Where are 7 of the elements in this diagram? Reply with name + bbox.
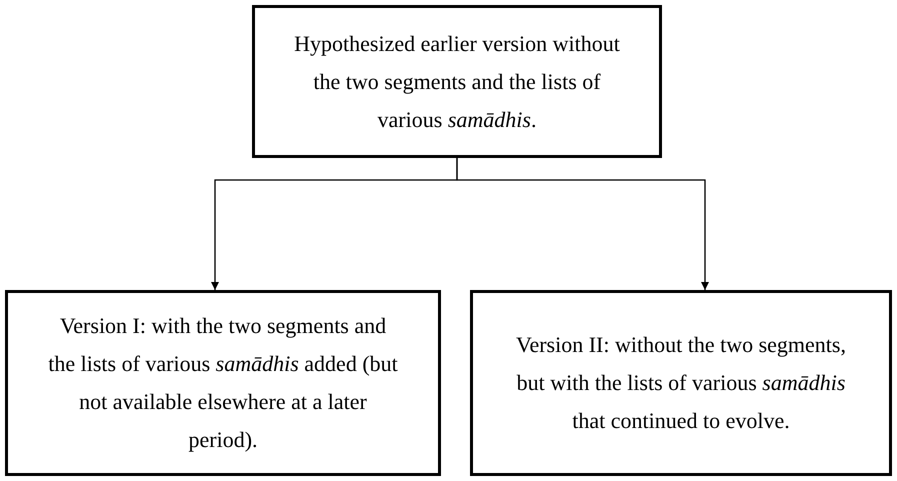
text-box	[252, 5, 662, 158]
connector-arrow	[456, 158, 709, 290]
box-text: Version I: with the two segments and the lists of various samādhis added (but not available elsewhere at a later period).	[48, 312, 398, 454]
box-text: Hypothesized earlier version without the two segments and the lists of various samādhis.	[293, 30, 621, 134]
box-text: Version II: without the two segments, but with the lists of various samādhis that continued to evolve.	[515, 331, 847, 435]
text-box	[5, 290, 441, 476]
text-box	[470, 290, 892, 476]
